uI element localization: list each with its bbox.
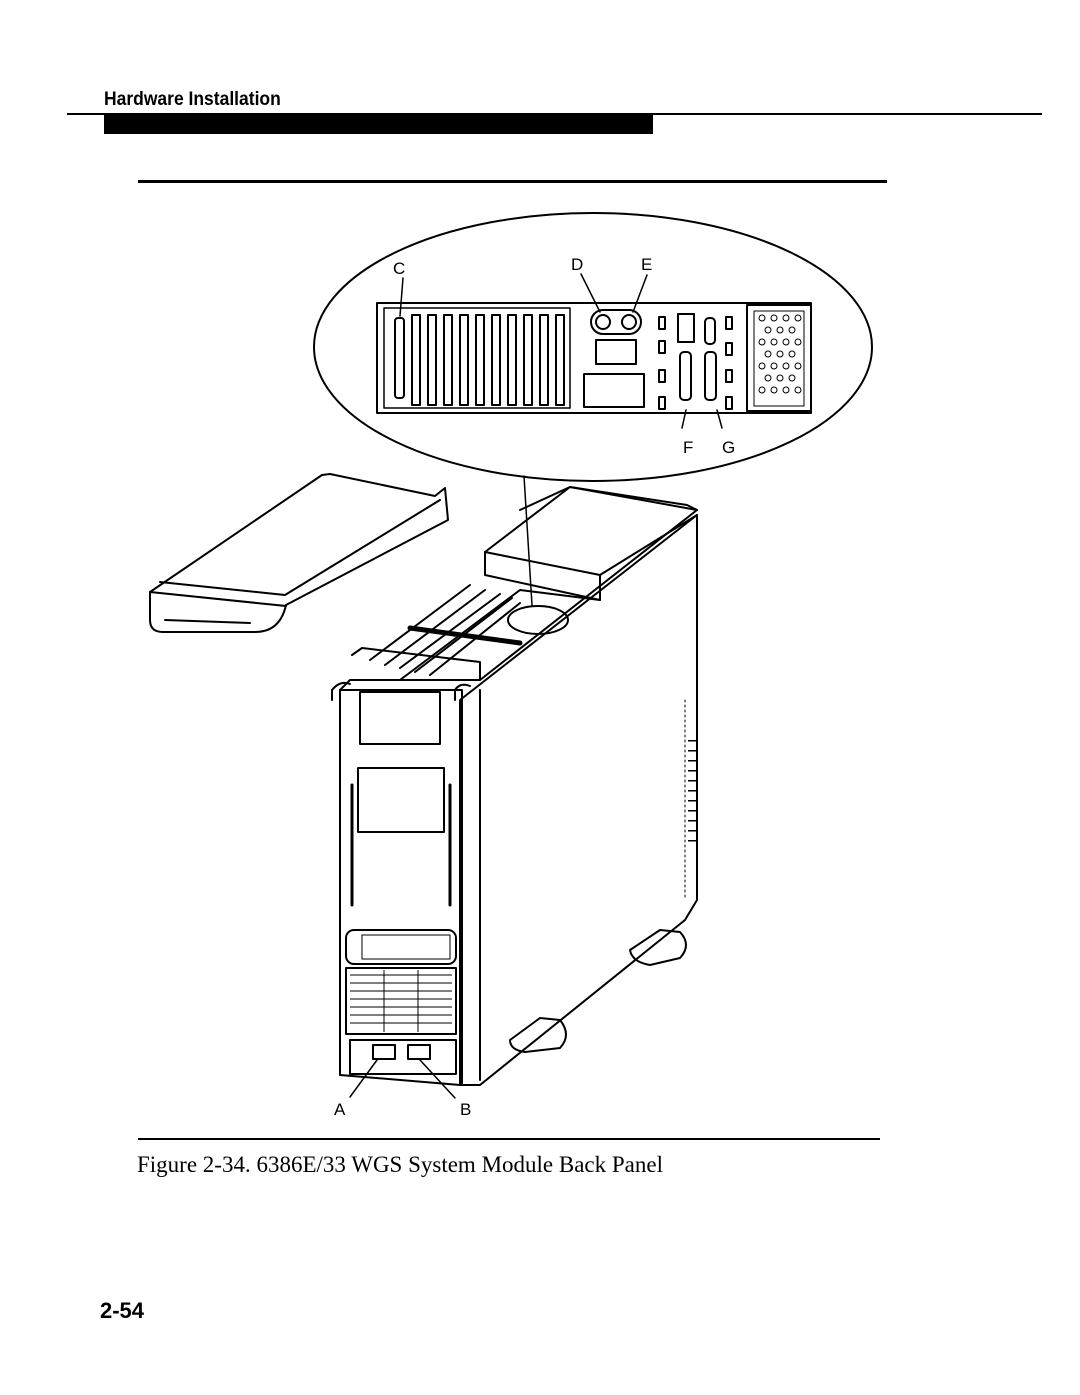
callout-b: B: [460, 1100, 471, 1119]
callout-e: E: [641, 255, 652, 274]
magnified-panel-ellipse: [313, 212, 873, 482]
callout-g: G: [722, 438, 735, 457]
section-header: Hardware Installation: [104, 89, 281, 110]
callout-d: D: [571, 255, 583, 274]
figure-caption: Figure 2-34. 6386E/33 WGS System Module …: [137, 1152, 663, 1177]
page-number: 2-54: [100, 1298, 145, 1323]
figure-top-rule: [138, 180, 887, 183]
top-cover: [149, 473, 449, 633]
callout-c: C: [393, 259, 405, 278]
callout-a: A: [334, 1100, 346, 1119]
figure-bottom-rule: [138, 1138, 880, 1140]
callout-f: F: [683, 438, 693, 457]
header-bar: [104, 114, 653, 134]
